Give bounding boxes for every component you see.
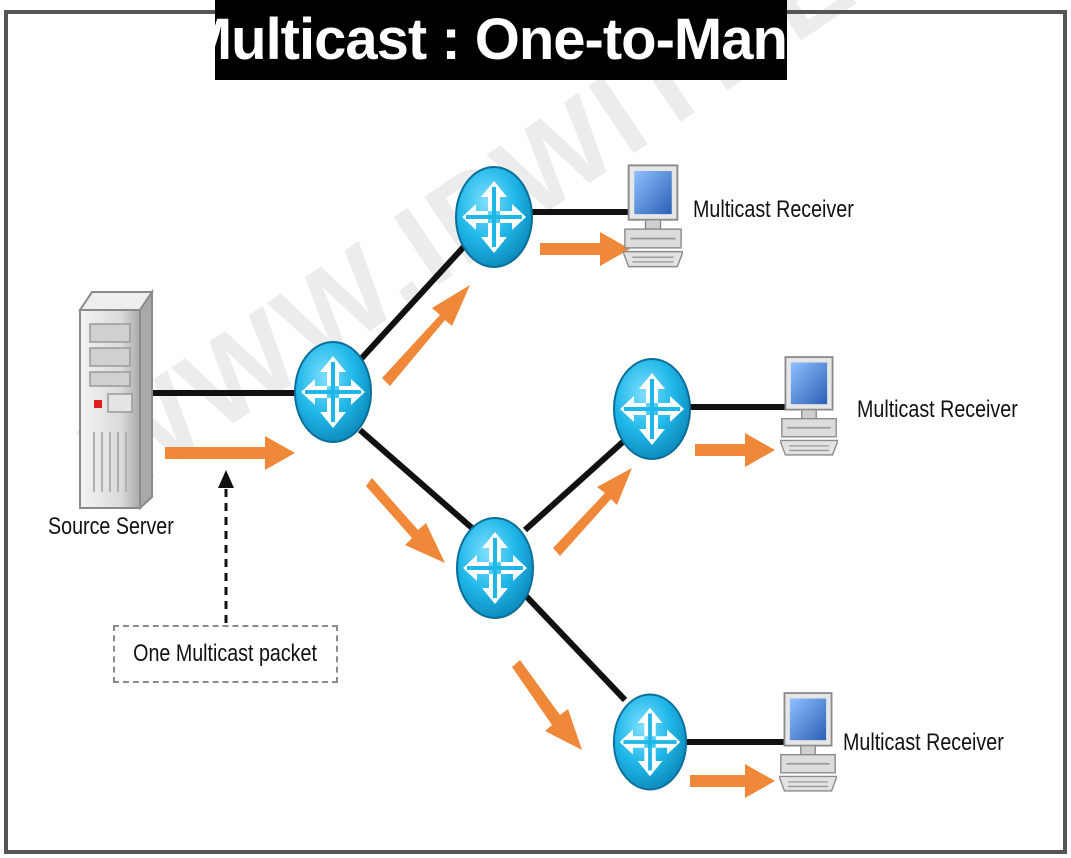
router-icon (294, 341, 372, 443)
arrow-r4-r3 (553, 468, 632, 556)
desktop-computer-icon (623, 164, 683, 268)
arrow-r4-r5 (512, 660, 582, 750)
link-r4-r5 (522, 592, 628, 703)
link-r1-r2 (357, 237, 473, 363)
router-icon (455, 516, 535, 620)
server-tower-icon (78, 288, 154, 511)
arrow-r5-pc3 (690, 764, 775, 798)
arrow-server-r1 (165, 436, 295, 470)
desktop-computer-icon (780, 356, 838, 456)
multicast-flow-arrows (165, 232, 775, 798)
packet-callout: One Multicast packet (113, 625, 338, 683)
diagram-frame (4, 10, 1067, 854)
arrow-r1-r2 (382, 285, 470, 386)
link-r4-r3 (522, 437, 628, 533)
receiver-label-3: Multicast Receiver (843, 729, 1004, 756)
receiver-label-1: Multicast Receiver (693, 196, 854, 223)
desktop-computer-icon (779, 692, 837, 792)
router-icon (612, 357, 692, 461)
diagram-title: Multicast : One-to-Many (215, 0, 787, 80)
router-icon (612, 693, 688, 791)
arrow-r3-pc2 (695, 433, 775, 467)
packet-pointer-head (218, 470, 234, 488)
arrow-r1-r4 (366, 478, 445, 563)
link-r1-r4 (358, 427, 482, 538)
packet-callout-label: One Multicast packet (133, 640, 318, 667)
source-server-label: Source Server (48, 513, 174, 540)
arrow-r2-pc1 (540, 232, 630, 266)
receiver-label-2: Multicast Receiver (857, 396, 1018, 423)
network-links (150, 209, 790, 745)
diagram-title-text: Multicast : One-to-Many (215, 7, 787, 72)
router-icon (454, 165, 534, 269)
